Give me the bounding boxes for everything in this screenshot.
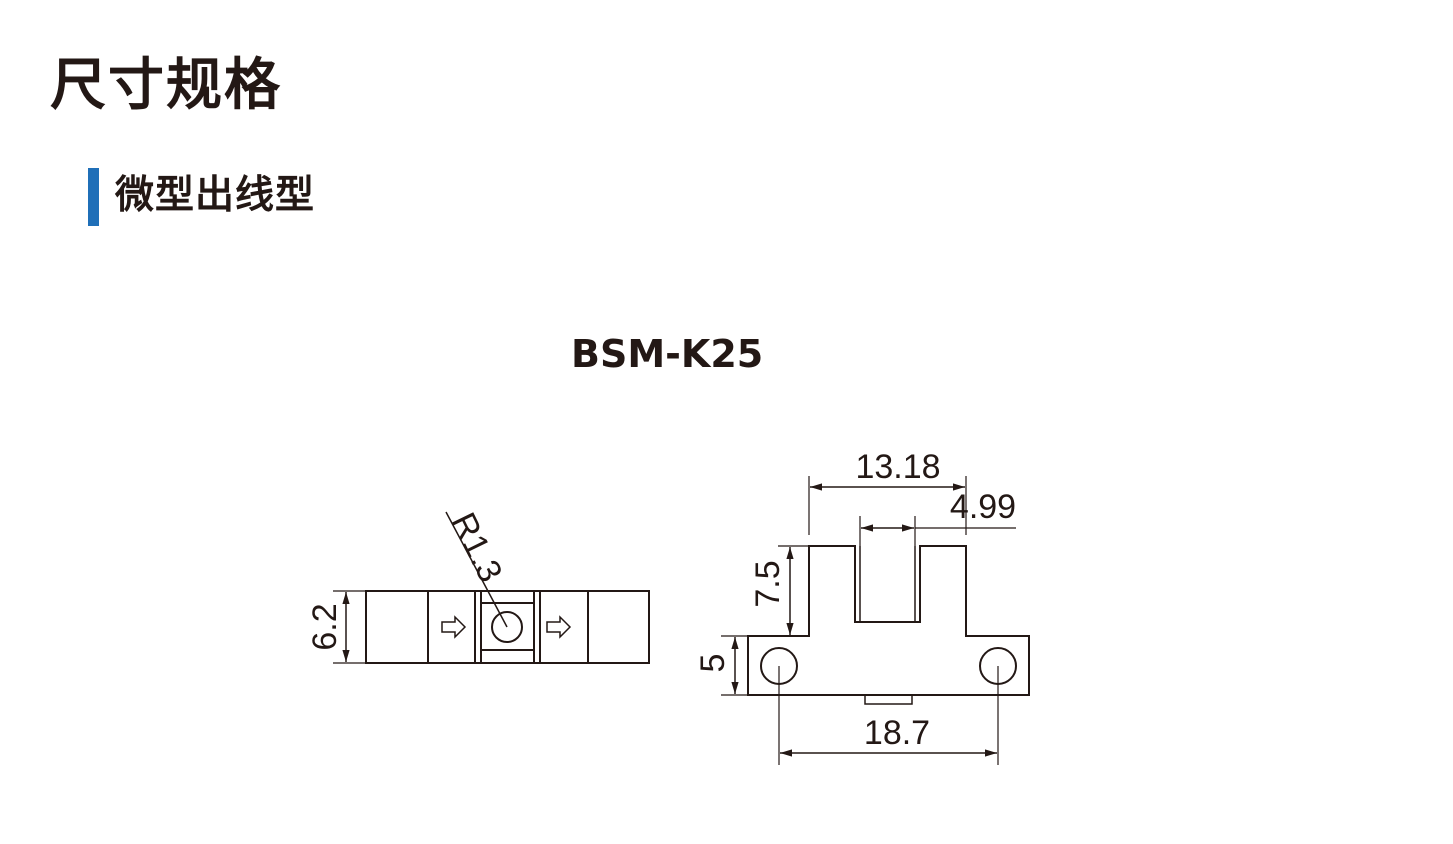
slot-depth-label: 7.5: [749, 560, 787, 607]
front-view: [721, 476, 1030, 765]
radius-leader: [445, 511, 508, 628]
right-arrow-icon: [441, 615, 467, 639]
hole-pitch-label: 18.7: [864, 714, 930, 752]
gap-width-label: 4.99: [950, 488, 1016, 526]
page-title: 尺寸规格: [50, 53, 282, 118]
side-height-label: 6.2: [306, 603, 344, 650]
top-view: [333, 511, 650, 664]
base-height-label: 5: [694, 654, 732, 673]
section-title: 微型出线型: [115, 173, 316, 218]
radius-label: R1.3: [444, 507, 510, 588]
mounting-hole: [491, 611, 523, 643]
model-name: BSM-K25: [571, 332, 764, 376]
slot-width-label: 13.18: [855, 448, 940, 486]
section-accent-bar: [88, 168, 99, 226]
right-arrow-icon: [546, 615, 572, 639]
cable-exit: [864, 694, 913, 705]
top-view-outline: [365, 590, 650, 664]
